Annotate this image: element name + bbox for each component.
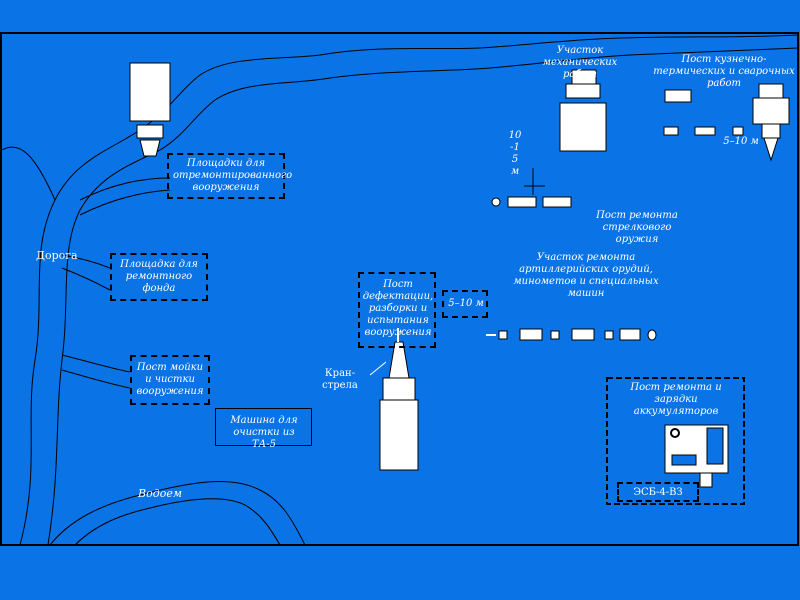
artillery-item-2 — [519, 328, 543, 341]
defect-post-box: Пост дефектации, разборки и испытания во… — [358, 272, 436, 348]
crane-body — [379, 399, 419, 471]
forge-block-4 — [732, 126, 744, 136]
battery-post-label: Пост ремонта и зарядки аккумуляторов — [630, 382, 722, 417]
road-label: Дорога — [36, 249, 78, 262]
artillery-item-7 — [647, 329, 657, 341]
mech-cab — [565, 83, 601, 99]
artillery-label: Участок ремонта артиллерийских орудий, м… — [513, 252, 659, 299]
road-left-branch — [1, 146, 56, 201]
artillery-item-5 — [604, 330, 614, 340]
washing-box: Пост мойки и чистки вооружения — [130, 355, 210, 405]
crane-cab — [382, 377, 416, 401]
crane-label: Кран-стрела — [322, 368, 358, 391]
forge-vehicle-tip — [763, 137, 779, 162]
small-arms-label: Пост ремонта стрелкового оружия — [596, 210, 678, 245]
repaired-area-box: Площадки для отремонтированного вооружен… — [167, 153, 293, 199]
ta5-label: ТА-5 — [138, 63, 162, 74]
mech-body — [559, 102, 607, 152]
battery-panel — [671, 454, 697, 466]
artillery-item-3 — [550, 330, 560, 340]
small-arms-bench-1 — [507, 196, 537, 208]
reservoir-shore — [49, 481, 306, 546]
forge-block-3 — [694, 126, 716, 136]
esb-label: ЭСБ-4-ВЗ — [633, 487, 683, 498]
crane-boom — [388, 341, 410, 379]
branch-repaired-bottom — [79, 189, 171, 216]
defect-post-label: Пост дефектации, разборки и испытания во… — [362, 279, 434, 338]
artillery-item-6 — [619, 328, 641, 341]
mech-section-label: Участок механических работ — [542, 45, 618, 80]
battery-slot — [706, 427, 724, 465]
battery-gauge — [670, 428, 680, 438]
dist-right-label: 5–10 м — [723, 136, 759, 147]
ta5-cab — [136, 124, 164, 139]
forge-block-1 — [664, 89, 692, 103]
forge-post-label: Пост кузнечно-термических и сварочных ра… — [653, 54, 795, 89]
washing-label: Пост мойки и чистки вооружения — [136, 362, 204, 397]
battery-stand — [699, 472, 713, 488]
dist-vertical-label: 10-15 м — [508, 130, 522, 177]
small-arms-bench-2 — [542, 196, 572, 208]
reservoir-shore-inner — [74, 498, 281, 546]
reservoir-label: Водоем — [138, 487, 182, 500]
dist-center-box: 5–10 м — [442, 290, 488, 318]
dist-center-label: 5–10 м — [448, 298, 484, 309]
outer-frame — [0, 32, 799, 546]
branch-repaired-top — [79, 177, 171, 201]
machine-ta5-label: Машина для очистки из ТА-5 — [230, 415, 298, 450]
repair-fund-label: Площадка для ремонтного фонда — [120, 259, 198, 294]
battery-area — [606, 377, 745, 505]
repair-fund-box: Площадка для ремонтного фонда — [110, 253, 208, 301]
ta5-front — [139, 139, 161, 157]
branch-fund-bottom — [61, 267, 111, 291]
repaired-area-label: Площадки для отремонтированного вооружен… — [173, 158, 293, 193]
crane-pointer — [369, 361, 387, 376]
road-edge-inner — [47, 47, 799, 546]
branch-wash-bottom — [61, 369, 131, 389]
ta5-body — [129, 62, 171, 122]
forge-block-2 — [663, 126, 679, 136]
forge-vehicle-body — [752, 97, 790, 125]
road-edge-outer — [19, 34, 799, 546]
machine-ta5-box: Машина для очистки из ТА-5 — [215, 408, 312, 450]
artillery-item-4 — [571, 328, 595, 341]
esb-box: ЭСБ-4-ВЗ — [617, 482, 699, 502]
forge-vehicle-mid — [761, 123, 781, 139]
artillery-item-1 — [498, 330, 508, 340]
branch-wash-top — [61, 354, 131, 373]
small-arms-dot — [491, 197, 501, 207]
branch-fund-top — [61, 254, 111, 269]
